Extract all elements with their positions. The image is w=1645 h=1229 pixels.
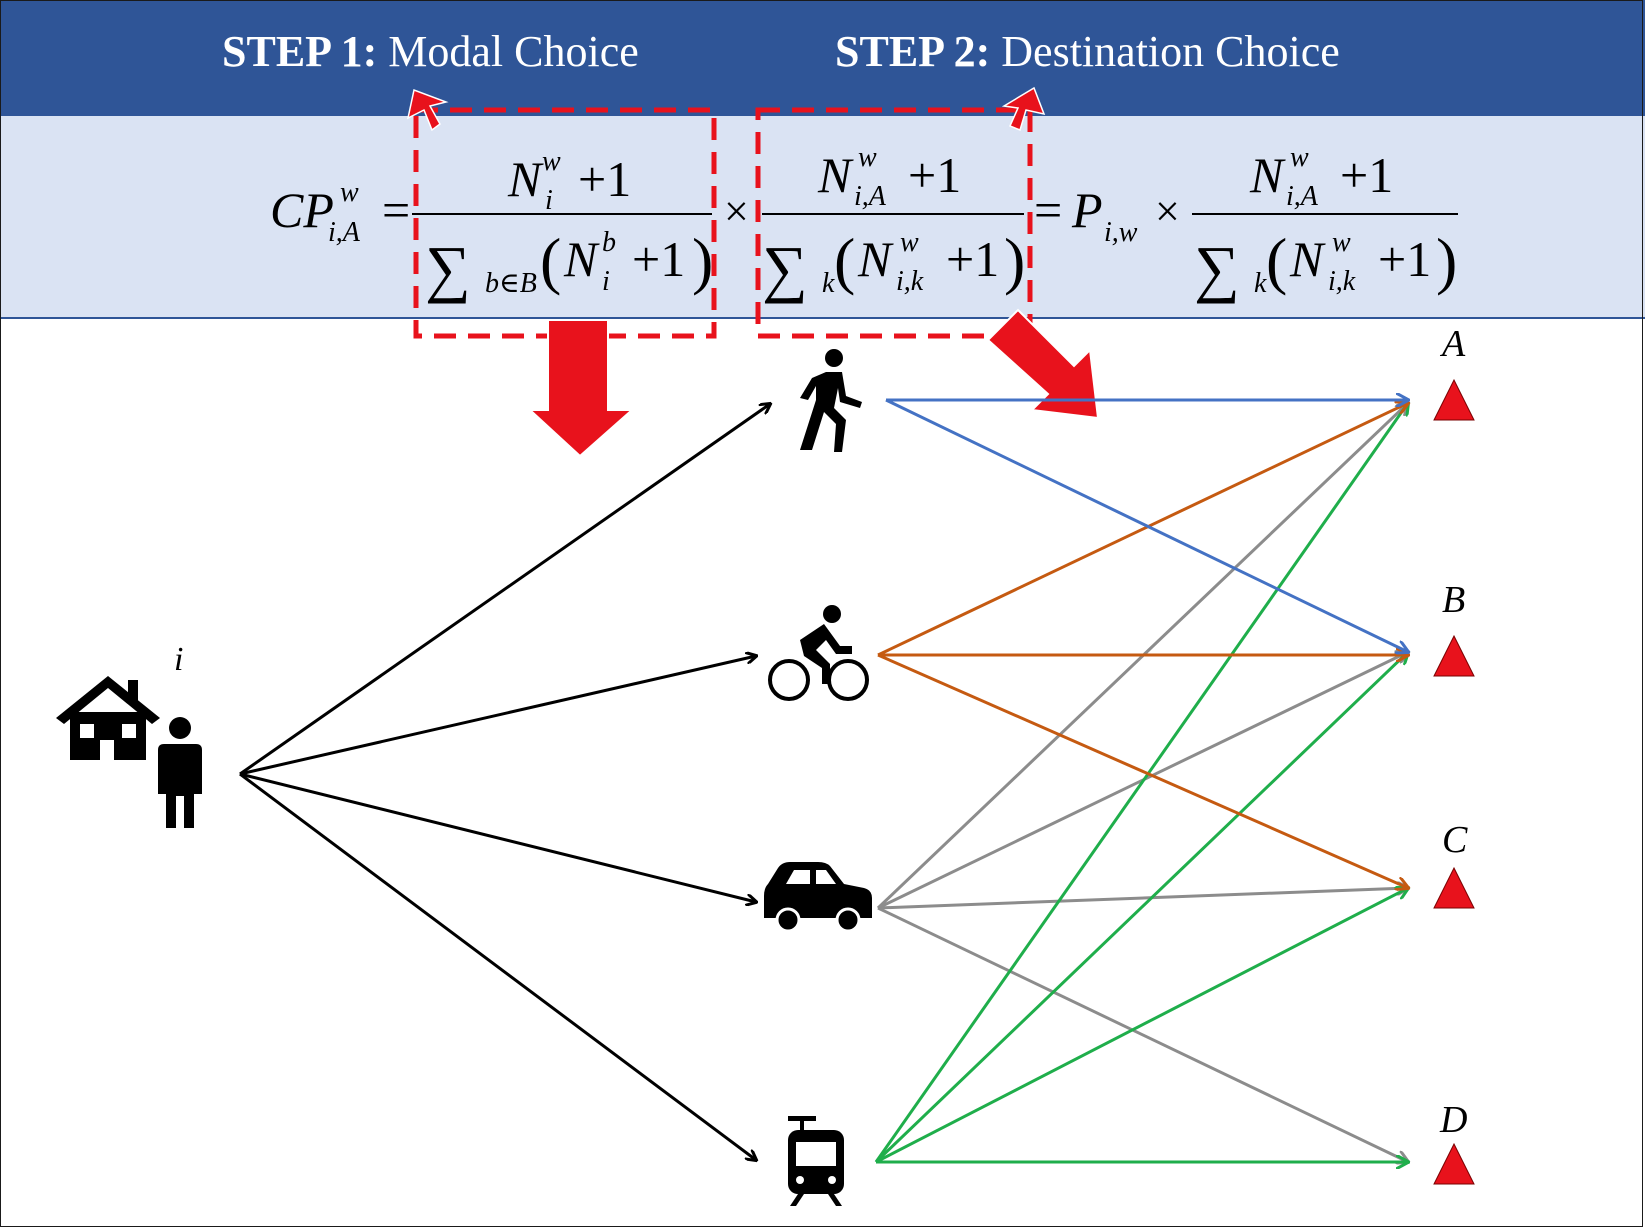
frac2-sum-sub: k [822,268,835,299]
frac2-num-sub: i,A [854,181,887,212]
frac3-sum-sub: k [1254,268,1267,299]
step2-text: Destination Choice [1001,27,1340,76]
origin-label: i [174,641,183,678]
step2-highlight-box [755,107,1033,339]
frac2-den-sub: i,k [896,266,924,297]
edge-bike-C [877,653,1408,888]
times-2: × [1155,187,1180,236]
frac3-sum: ∑ [1194,233,1240,304]
step1-text: Modal Choice [388,27,639,76]
frac1-lparen: ( [540,225,561,296]
frac2-den-sup: w [900,227,919,258]
edge-origin-tram [239,772,756,1160]
lhs-main: CP [270,182,334,238]
step2-up-arrow-icon [1001,86,1046,132]
frac3-num-var: N [1249,147,1286,203]
triangle-icon [1433,378,1475,421]
edge-origin-walk [239,404,770,776]
frac1-den-sup: b [602,227,616,258]
destination-label: D [1439,1099,1467,1141]
destination-label: C [1442,819,1468,861]
frac3-den-sub: i,k [1328,266,1356,297]
frac1-den-plus: +1 [632,231,685,287]
step1-up-arrow-icon [406,88,449,132]
edge-tram-B [874,652,1408,1164]
person-icon [158,717,202,828]
frac3-num-plus: +1 [1340,147,1393,203]
equals-1: = [382,182,410,238]
destination-d: D [1433,1099,1475,1185]
step1-highlight-box [413,107,717,339]
step1-label: STEP 1: [222,27,378,76]
frac3-rparen: ) [1436,225,1457,296]
walking-icon [800,349,862,452]
destination-b: B [1433,579,1475,677]
edge-walk-B [885,398,1408,652]
frac1-num-sup: w [542,146,561,177]
frac1-den-var: N [563,231,600,287]
destination-label: B [1442,579,1465,621]
frac3-den-var: N [1289,231,1326,287]
header-bar [0,0,1645,116]
frac2-rparen: ) [1004,225,1025,296]
frac1-num-plus: +1 [578,151,631,207]
edge-tram-A [874,403,1408,1163]
lhs-sub: i,A [328,217,361,248]
frac1-rparen: ) [692,225,713,296]
frac1-sum-sub: b∈B [485,268,537,299]
step2-label: STEP 2: [835,27,991,76]
rhs-p-sub: i,w [1104,217,1138,248]
step2-down-arrow-icon [986,308,1100,420]
frac1-num-var: N [507,151,544,207]
formula-band [0,116,1645,319]
mode-edges [874,398,1408,1164]
triangle-icon [1433,634,1475,677]
equals-2: = [1034,182,1062,238]
frac2-den-var: N [857,231,894,287]
frac1-sum: ∑ [425,233,471,304]
bicycle-icon [768,605,869,701]
rhs-p-var: P [1071,182,1103,238]
step1-title: STEP 1: Modal Choice [222,26,639,77]
edge-origin-car [239,772,756,902]
frac3-den-plus: +1 [1378,231,1431,287]
frac2-num-sup: w [858,142,877,173]
frac3-den-sup: w [1332,227,1351,258]
frac1-den-sub: i [602,266,610,297]
destination-c: C [1433,819,1475,909]
edge-car-C [877,888,1408,910]
frac2-num-plus: +1 [908,147,961,203]
house-icon [56,676,160,760]
triangle-icon [1433,866,1475,909]
step2-title: STEP 2: Destination Choice [835,26,1340,77]
edge-bike-A [877,403,1408,657]
destination-label: A [1439,323,1466,365]
car-icon [764,862,872,933]
edge-origin-bike [239,656,756,776]
frac2-den-plus: +1 [946,231,999,287]
lhs-sup: w [340,177,359,208]
edge-tram-C [875,888,1408,1164]
frac3-num-sup: w [1290,142,1309,173]
origin-node: i [56,641,202,828]
step-highlights [406,86,1100,458]
destination-a: A [1433,323,1475,421]
times-1: × [724,187,749,236]
step1-down-arrow-icon [527,319,635,458]
edge-car-D [877,906,1408,1162]
frac3-lparen: ( [1266,225,1287,296]
frac2-sum: ∑ [762,233,808,304]
formula: CP w i,A = N w i +1 ∑ b∈B ( N b i +1 ) ×… [270,142,1458,304]
frac2-lparen: ( [834,225,855,296]
frac2-num-var: N [817,147,854,203]
frac3-num-sub: i,A [1286,181,1319,212]
triangle-icon [1433,1142,1475,1185]
tram-icon [788,1116,844,1206]
origin-edges [239,404,770,1160]
frac1-num-sub: i [545,185,553,216]
